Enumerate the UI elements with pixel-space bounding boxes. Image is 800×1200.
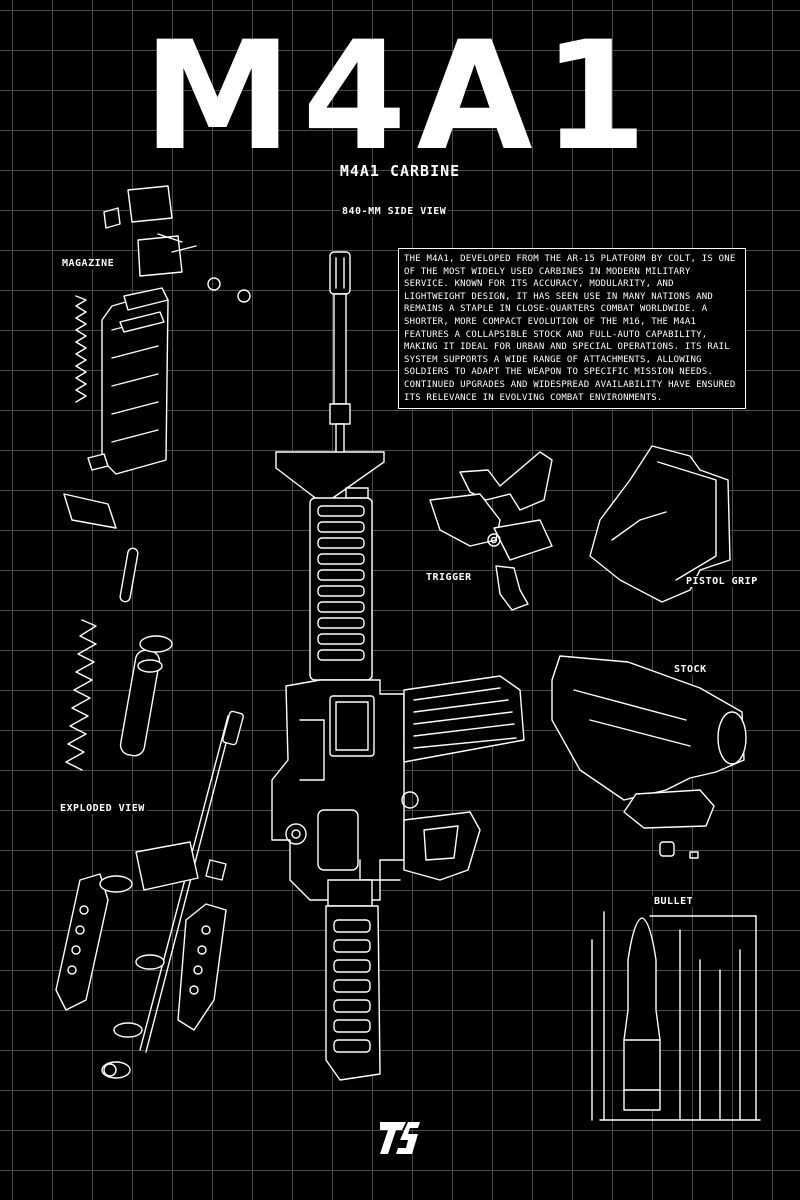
trigger-label: TRIGGER bbox=[424, 572, 474, 583]
exploded-parts bbox=[55, 547, 244, 1079]
stock-drawing bbox=[551, 655, 747, 859]
page-subtitle: M4A1 CARBINE bbox=[339, 162, 461, 180]
stock-label: STOCK bbox=[672, 664, 709, 675]
side-view-label: 840-MM SIDE VIEW bbox=[340, 206, 449, 217]
exploded-view-label: EXPLODED VIEW bbox=[58, 803, 147, 814]
handguard-vents bbox=[317, 505, 365, 661]
rifle-side-view bbox=[271, 251, 525, 1081]
pistol-grip-drawing bbox=[589, 445, 731, 603]
ts-logo bbox=[380, 1122, 420, 1154]
trigger-drawing bbox=[429, 451, 553, 611]
bullet-drawing bbox=[591, 911, 761, 1121]
magazine-label: MAGAZINE bbox=[60, 258, 117, 269]
bullet-label: BULLET bbox=[652, 896, 696, 907]
description-box: The M4A1, developed from the AR-15 platf… bbox=[398, 248, 746, 410]
magazine-drawing bbox=[63, 185, 251, 529]
page-title: M4A1 bbox=[142, 10, 658, 184]
pistol-grip-label: PISTOL GRIP bbox=[684, 576, 760, 587]
stock-ribs bbox=[333, 919, 371, 1053]
